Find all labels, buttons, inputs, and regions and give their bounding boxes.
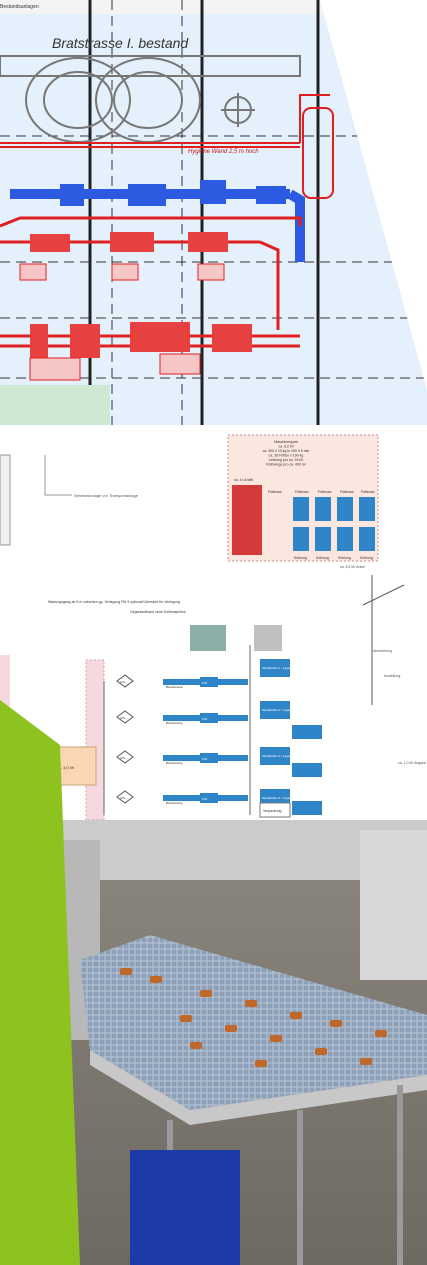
unit-label: Fritteuse [268,490,282,494]
svg-text:Bandstrasse: Bandstrasse [166,721,183,725]
label-top: Gegenlaufband neue Kühlmaschine [130,610,186,614]
conveyor-belt [80,935,427,1110]
capacity-label: ca. 6,5 t/h Anteil [340,565,365,569]
blue-crate [130,1150,240,1265]
svg-text:Fritt: Fritt [202,757,207,761]
photo-box [232,485,262,555]
lower-unit-label: Kühlung [316,556,329,560]
cad-drawing: Bestandsanlagen Bratstrasse I. bestand H… [0,0,427,425]
cad-drawing-panel: Bestandsanlagen Bratstrasse I. bestand H… [0,0,427,425]
note-left: Wartungsgang ab 5 m zwischen gp. Verlegu… [48,600,180,604]
conveyor-photo [0,820,427,1265]
cad-hygiene-wall [0,94,334,199]
svg-text:CIS: CIS [120,756,125,760]
cad-existing-equipment [0,55,301,143]
weigher-label: Wiegen ca. 4,0 t/h [42,765,74,770]
right-side-label: Abweichung [373,649,392,653]
svg-text:Fritt: Fritt [202,717,207,721]
cad-green-area [0,385,110,425]
cad-corner-label: Bestandsanlagen [0,4,39,10]
flowchart-upper-panel: Wechselanlage vor Transportanlage Maschi… [0,425,427,575]
unit-label: Fritteuse [318,490,332,494]
bottom-box: Verpackung [263,809,282,813]
machine-photo-2 [254,625,282,651]
lower-unit-label: Kühlung [294,556,307,560]
flowchart-upper: Wechselanlage vor Transportanlage Maschi… [0,425,427,575]
svg-text:CIS: CIS [120,796,125,800]
flow-row: CIS Bandstrasse Fritt Spiralkühler 3 / L… [116,747,296,765]
svg-text:Spiralkühler 3 / Lager 3.1: Spiralkühler 3 / Lager 3.1 [262,754,296,758]
flow-row: CIS Bandstrasse Fritt Spiralkühler 1 / L… [116,659,296,689]
cad-title: Bratstrasse I. bestand [52,35,189,51]
svg-text:Bandstrasse: Bandstrasse [166,685,183,689]
flow-row: CIS Bandstrasse Fritt Spiralkühler 2 / L… [116,701,296,725]
photo-box-label: ca. 4 t Anteil [234,478,253,482]
svg-text:Spiralkühler 2 / Lager 2.1: Spiralkühler 2 / Lager 2.1 [262,708,296,712]
upper-note: Wechselanlage vor Transportanlage [74,493,139,498]
lower-unit-label: Kühlung [338,556,351,560]
svg-text:Fritt: Fritt [202,797,207,801]
unit-label: Fritteuse [361,490,375,494]
svg-text:CIS: CIS [120,680,125,684]
lower-unit-label: Kühlung [360,556,373,560]
right-label-2: Ausleitung [384,674,400,678]
unit-label: Fritteuse [340,490,354,494]
unit-label: Fritteuse [295,490,309,494]
svg-text:Bandstrasse: Bandstrasse [166,761,183,765]
svg-text:Bandstrasse: Bandstrasse [166,801,183,805]
flowchart-lower: Abweichung Ausleitung ca. 1,0 t/h Abgabe… [0,575,427,820]
svg-text:Spiralkühler 1 / Lager 1.1: Spiralkühler 1 / Lager 1.1 [262,666,296,670]
food-items [120,968,387,1067]
cad-wall-label: Hygiene Wand 2,5 m hoch [188,149,259,155]
machine-photo-1 [190,625,226,651]
flowchart-lower-panel: Abweichung Ausleitung ca. 1,0 t/h Abgabe… [0,575,427,820]
production-photo [0,820,427,1265]
svg-text:Spiralkühler 4 / Lager 4.1: Spiralkühler 4 / Lager 4.1 [262,796,296,800]
right-label-3: ca. 1,0 t/h Abgabe [398,761,426,765]
svg-text:Fritt: Fritt [202,681,207,685]
svg-text:CIS: CIS [120,716,125,720]
